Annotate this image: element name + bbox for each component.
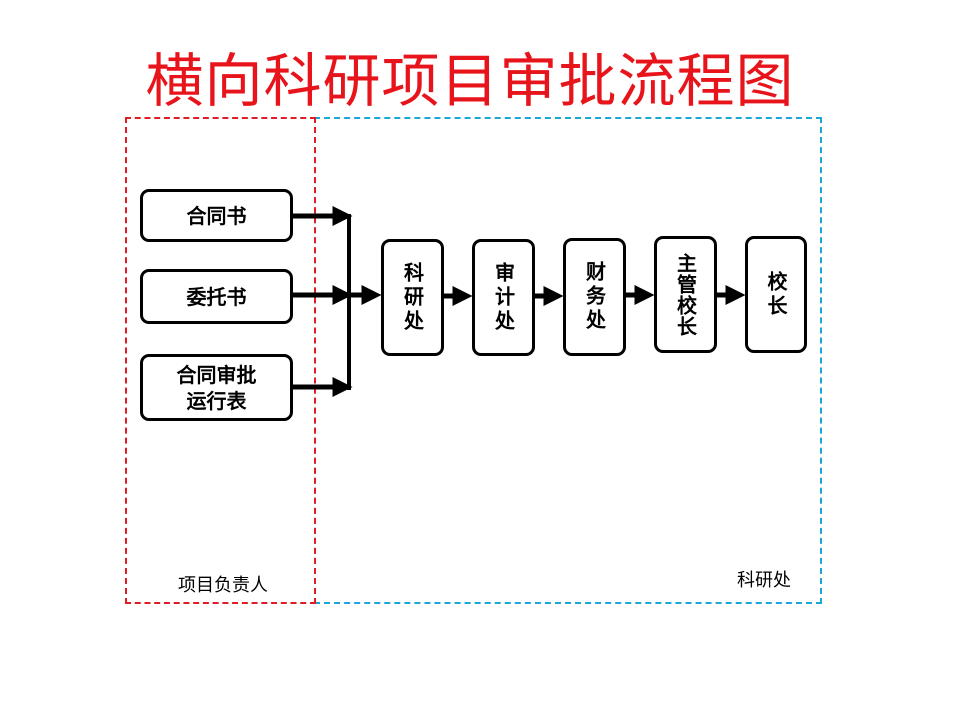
step-president: 校长 [764, 270, 788, 319]
step-research: 科研处 [400, 261, 425, 334]
node-contract: 合同书 [140, 189, 293, 242]
diagram-title: 横向科研项目审批流程图 [145, 47, 795, 115]
node-commission: 委托书 [140, 269, 293, 324]
zone-project-leader [125, 117, 316, 604]
zone-label-left: 项目负责人 [178, 575, 268, 596]
step-vice-president: 主管校长 [673, 252, 698, 337]
approval-form-line1: 合同审批 [176, 362, 257, 387]
step-audit: 审计处 [491, 261, 516, 334]
zone-label-right: 科研处 [737, 570, 791, 591]
node-approval-form: 合同审批 运行表 [140, 354, 293, 421]
step-finance: 财务处 [582, 261, 607, 333]
approval-form-line2: 运行表 [186, 388, 247, 413]
